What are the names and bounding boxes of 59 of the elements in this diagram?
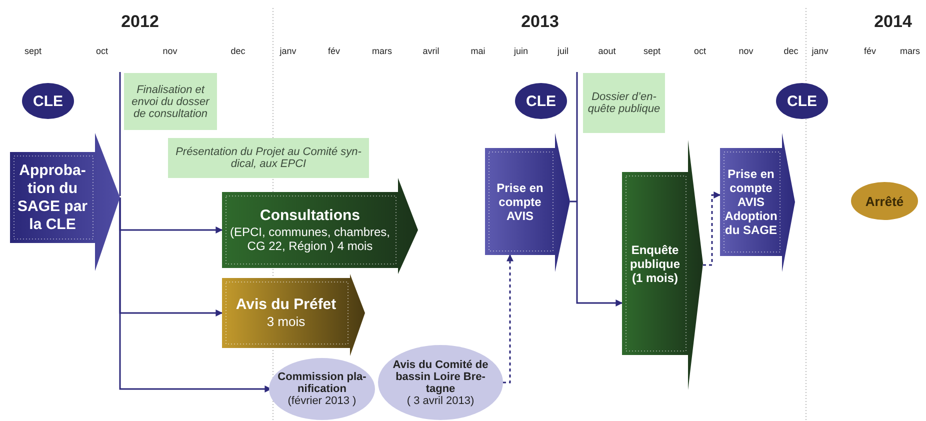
node-detail: (EPCI, communes, chambres, CG 22, Région ) 4 mois	[228, 224, 392, 254]
month-label: sept	[644, 46, 660, 56]
year-label: 2014	[874, 12, 912, 32]
month-label: fév	[328, 46, 340, 56]
node-title: CLE	[32, 92, 63, 110]
node-title: Prise en compte AVIS Adoption du SAGE	[724, 167, 778, 237]
node-detail: (février 2013 )	[288, 395, 356, 407]
month-label: janv	[280, 46, 296, 56]
month-label: nov	[738, 46, 754, 56]
node-title: Commission pla- nification	[276, 371, 368, 395]
month-label: mars	[372, 46, 392, 56]
month-label: fév	[864, 46, 876, 56]
note-box	[583, 73, 665, 133]
node-title: Finalisation et envoi du dosser de consultation	[130, 84, 211, 120]
node-title: Enquête publique (1 mois)	[629, 242, 681, 284]
month-label: mai	[470, 46, 486, 56]
process-block	[485, 133, 570, 272]
event-ellipse	[378, 345, 503, 420]
node-title: Présentation du Projet au Comité syn- dical, aux EPCI	[174, 146, 362, 170]
result-ellipse	[851, 182, 918, 220]
node-detail: 3 mois	[266, 314, 306, 330]
arrow	[703, 192, 721, 266]
note-box	[168, 138, 369, 178]
cle-ellipse	[515, 83, 567, 119]
month-label: dec	[784, 46, 798, 56]
node-title: Consultations	[260, 206, 360, 225]
node-title: Dossier d’en- quête publique	[587, 91, 661, 115]
month-label: oct	[694, 46, 706, 56]
note-box	[124, 73, 217, 130]
year-label: 2013	[521, 12, 559, 32]
node-title: Approba- tion du SAGE par la CLE	[16, 162, 89, 234]
month-label: sept	[24, 46, 42, 56]
node-detail: ( 3 avril 2013)	[406, 394, 474, 406]
node-title: CLE	[786, 92, 817, 110]
month-label: aout	[598, 46, 616, 56]
process-block	[10, 133, 120, 271]
month-label: juin	[514, 46, 528, 56]
month-label: mars	[900, 46, 920, 56]
year-label: 2012	[121, 12, 159, 32]
cle-ellipse	[22, 83, 74, 119]
arrow	[569, 71, 623, 306]
month-label: nov	[162, 46, 178, 56]
node-title: Prise en compte AVIS	[496, 180, 544, 222]
process-block	[222, 178, 418, 274]
month-label: juil	[558, 46, 568, 56]
event-ellipse	[269, 358, 375, 420]
process-block	[222, 274, 365, 356]
cle-ellipse	[776, 83, 828, 119]
node-title: CLE	[526, 92, 556, 110]
month-label: avril	[422, 46, 440, 56]
month-label: oct	[96, 46, 108, 56]
process-block	[720, 133, 795, 272]
node-title: Avis du Préfet	[236, 296, 336, 314]
node-title: Arrêté	[865, 194, 904, 208]
month-label: dec	[230, 46, 246, 56]
node-title: Avis du Comité de bassin Loire Bre- tagne	[392, 358, 490, 394]
month-label: janv	[812, 46, 828, 56]
arrow	[503, 254, 514, 384]
process-block	[622, 140, 703, 390]
